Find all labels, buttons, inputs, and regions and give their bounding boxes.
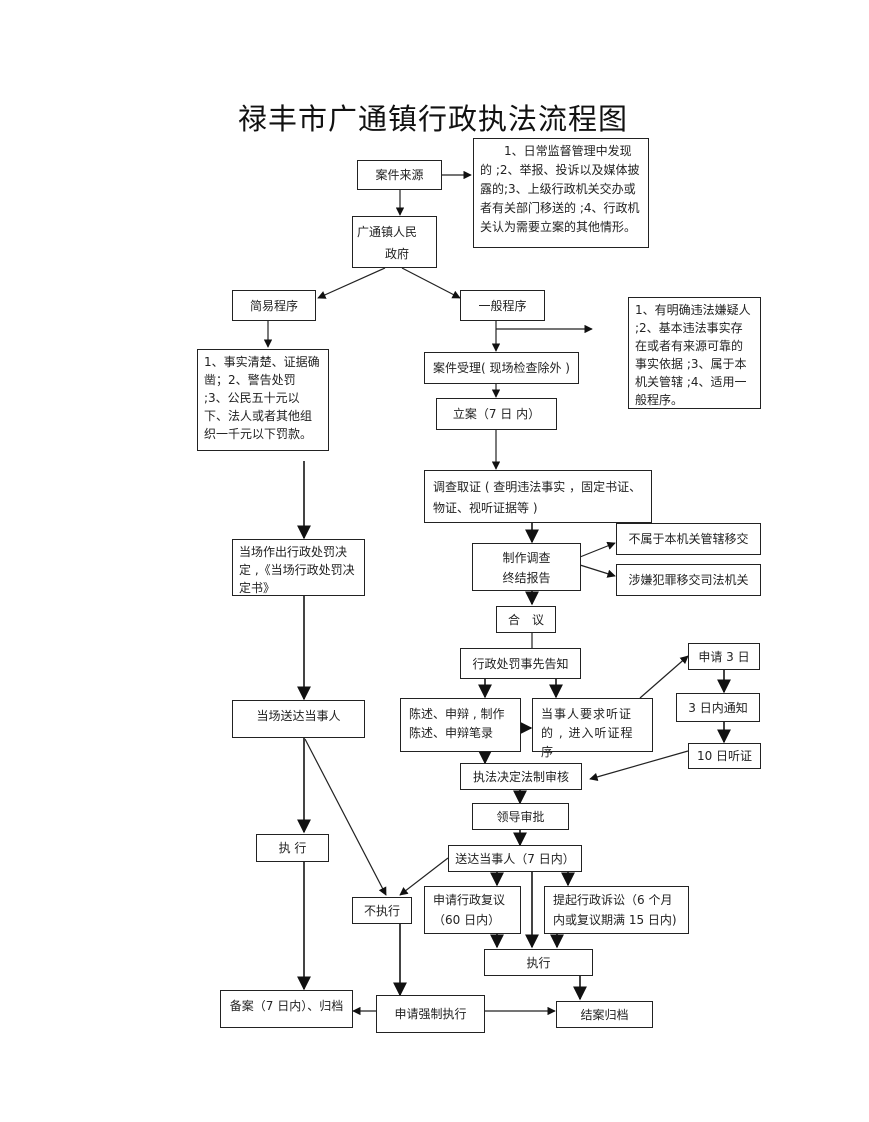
node-label-line1: 广通镇人民 <box>357 225 418 239</box>
node-apply-3-days: 申请 3 日 <box>688 643 760 670</box>
node-label: 提起行政诉讼（6 个月内或复议期满 15 日内) <box>553 893 677 927</box>
node-case-source: 案件来源 <box>357 160 442 190</box>
node-label-line2: 终结报告 <box>502 571 551 585</box>
node-notify-3-days: 3 日内通知 <box>676 693 760 722</box>
node-label: 案件来源 <box>375 168 424 182</box>
node-transfer-jurisdiction: 不属于本机关管辖移交 <box>616 523 761 555</box>
node-investigation-report: 制作调查 终结报告 <box>472 543 581 591</box>
node-onsite-delivery: 当场送达当事人 <box>232 700 365 738</box>
node-admin-litigation: 提起行政诉讼（6 个月内或复议期满 15 日内) <box>544 886 689 934</box>
node-enforcement-application: 申请强制执行 <box>376 995 485 1033</box>
node-label: 执 行 <box>278 841 307 855</box>
node-label: 结案归档 <box>580 1007 629 1022</box>
node-delivery-7-days: 送达当事人（7 日内） <box>448 845 582 872</box>
arrow-delivery-to-not-execute <box>399 857 449 896</box>
node-label: 3 日内通知 <box>688 700 748 715</box>
node-label: 简易程序 <box>249 298 298 313</box>
node-case-acceptance: 案件受理( 现场检查除外 ) <box>424 352 579 384</box>
node-label: 不属于本机关管辖移交 <box>628 532 749 546</box>
node-label: 执法决定法制审核 <box>472 769 569 784</box>
node-label: 调查取证 ( 查明违法事实 ，固定书证、物证、视听证据等 ) <box>433 480 642 515</box>
node-hearing-10-days: 10 日听证 <box>688 743 761 769</box>
node-legal-review: 执法决定法制审核 <box>460 763 582 790</box>
node-label-line2: 政府 <box>385 247 410 261</box>
node-label: 合 议 <box>507 612 544 627</box>
node-label: 1、有明确违法嫌疑人 ;2、基本违法事实存在或者有来源可靠的事实依据 ;3、属于… <box>635 303 751 407</box>
node-source-notes: 1、日常监督管理中发现的 ;2、举报、投诉以及媒体披露的;3、上级行政机关交办或… <box>473 138 649 248</box>
arrow-report-to-transfer-judicial <box>579 564 616 578</box>
arrow-gov-to-simple <box>317 267 386 299</box>
node-meeting: 合 议 <box>496 606 556 633</box>
arrow-hearing10-to-review <box>589 750 689 781</box>
node-onsite-decision: 当场作出行政处罚决定 ,《当场行政处罚决定书》 <box>232 539 365 596</box>
arrow-report-to-transfer-jurisdiction <box>579 541 616 558</box>
node-label-line1: 制作调查 <box>502 551 551 565</box>
node-label: 申请行政复议（60 日内） <box>433 893 506 927</box>
arrow-gov-to-general <box>401 267 461 299</box>
node-execute-left: 执 行 <box>256 834 329 862</box>
node-filing: 立案（7 日 内） <box>436 398 557 430</box>
node-label: 1、事实清楚、证据确凿；2、警告处罚 ;3、公民五十元以下、法人或者其他组织一千… <box>204 355 320 441</box>
node-label: 执行 <box>526 955 551 970</box>
node-label: 行政处罚事先告知 <box>472 656 569 671</box>
node-general-procedure: 一般程序 <box>460 290 545 321</box>
node-hearing-request: 当事人要求听证的 , 进入听证程序 <box>532 698 653 759</box>
node-label: 申请 3 日 <box>698 649 750 664</box>
node-label: 领导审批 <box>496 809 545 824</box>
node-town-government: 广通镇人民 政府 <box>352 216 437 268</box>
node-label: 当场作出行政处罚决定 ,《当场行政处罚决定书》 <box>239 545 355 595</box>
arrow-onsite-delivery-to-not-execute <box>304 738 387 896</box>
node-admin-review: 申请行政复议（60 日内） <box>424 886 521 934</box>
node-label: 陈述、申辩 , 制作陈述、申辩笔录 <box>409 707 505 740</box>
node-transfer-judicial: 涉嫌犯罪移交司法机关 <box>616 564 761 596</box>
node-label: 一般程序 <box>478 298 527 313</box>
node-label: 送达当事人（7 日内） <box>455 851 575 866</box>
node-case-closed: 结案归档 <box>556 1001 653 1028</box>
node-execute-right: 执行 <box>484 949 593 976</box>
page-title: 禄丰市广通镇行政执法流程图 <box>238 102 629 136</box>
node-leader-approval: 领导审批 <box>472 803 569 830</box>
node-general-conditions: 1、有明确违法嫌疑人 ;2、基本违法事实存在或者有来源可靠的事实依据 ;3、属于… <box>628 297 761 409</box>
node-label: 当事人要求听证的 , 进入听证程序 <box>541 707 634 759</box>
node-label: 备案（7 日内）、归档 <box>229 999 344 1013</box>
node-simple-procedure: 简易程序 <box>232 290 316 321</box>
node-simple-conditions: 1、事实清楚、证据确凿；2、警告处罚 ;3、公民五十元以下、法人或者其他组织一千… <box>197 349 329 451</box>
node-archive-record: 备案（7 日内）、归档 <box>220 990 353 1028</box>
node-label: 1、日常监督管理中发现的 ;2、举报、投诉以及媒体披露的;3、上级行政机关交办或… <box>480 144 640 234</box>
node-investigation: 调查取证 ( 查明违法事实 ，固定书证、物证、视听证据等 ) <box>424 470 652 523</box>
node-label: 涉嫌犯罪移交司法机关 <box>628 573 749 587</box>
node-label: 立案（7 日 内） <box>452 407 541 421</box>
node-statement: 陈述、申辩 , 制作陈述、申辩笔录 <box>400 698 521 752</box>
node-label: 10 日听证 <box>696 749 753 763</box>
node-label: 不执行 <box>363 903 400 918</box>
node-label: 案件受理( 现场检查除外 ) <box>433 361 570 375</box>
node-not-execute: 不执行 <box>352 897 412 924</box>
node-prior-notice: 行政处罚事先告知 <box>460 648 581 679</box>
arrow-hearing-to-apply <box>639 655 689 699</box>
node-label: 当场送达当事人 <box>256 709 341 723</box>
node-label: 申请强制执行 <box>394 1007 467 1021</box>
